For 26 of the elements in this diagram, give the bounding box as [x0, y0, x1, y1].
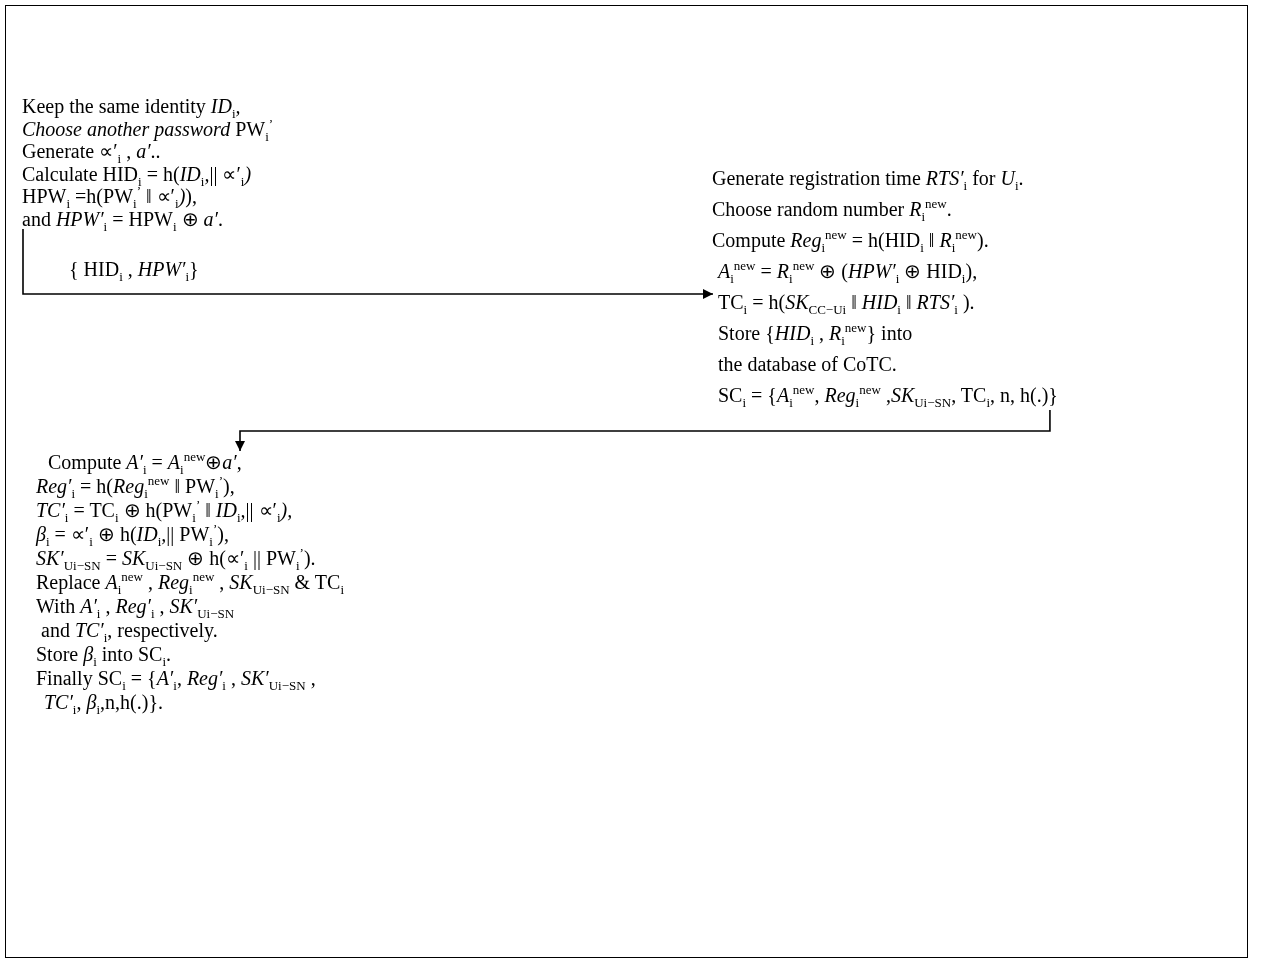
- formula-text: Finally SC$_{i}$ = {A′$_{i}$, Reg′$_{i}$ , SK′$_{Ui−SN}$ ,: [36, 666, 316, 690]
- formula-text: HPW$_{i}$ =h(PW$_{i}$$^{’}$ ‖ ∝′$_{i}$)),: [22, 185, 197, 208]
- formula-text: Reg′$_{i}$ = h(Reg$_{i}$$^{new}$ ‖ PW$_{i}$$^{’}$),: [36, 474, 235, 498]
- formula-text: Keep the same identity ID$_{i}$,: [22, 95, 241, 118]
- formula-text: With A′$_{i}$ , Reg′$_{i}$ , SK′$_{Ui−SN}$: [36, 594, 235, 618]
- formula-text: TC$_{i}$ = h(SK$_{CC−Ui}$ ‖ HID$_{i}$ ‖ RTS′$_{i}$ ).: [718, 290, 975, 318]
- formula-text: β$_{i}$ = ∝′$_{i}$ ⊕ h(ID$_{i}$,|| PW$_{i}$$^{’}$),: [36, 522, 229, 546]
- arrow: [22, 228, 714, 299]
- formula-text: Generate registration time RTS′$_{i}$ for U$_{i}$.: [712, 166, 1024, 194]
- formula-text: Choose random number R$_{i}$$^{new}$.: [712, 195, 952, 225]
- formula-text: and HPW′$_{i}$ = HPW$_{i}$ ⊕ a′.: [22, 207, 223, 230]
- formula-text: Generate ∝′$_{i}$ , a′..: [22, 140, 161, 163]
- formula-text: TC′$_{i}$, β$_{i}$,n,h(.)}.: [44, 690, 163, 714]
- formula-text: Compute Reg$_{i}$$^{new}$ = h(HID$_{i}$ ‖ R$_{i}$$^{new}$).: [712, 226, 989, 256]
- formula-text: SC$_{i}$ = {A$_{i}$$^{new}$, Reg$_{i}$$^{new}$ ,SK$_{Ui−SN}$, TC$_{i}$, n, h(.)}: [718, 381, 1058, 411]
- formula-text: TC′$_{i}$ = TC$_{i}$ ⊕ h(PW$_{i}$$^{’}$ ‖ ID$_{i}$,|| ∝′$_{i}$),: [36, 498, 293, 522]
- formula-text: Calculate HID$_{i}$ = h(ID$_{i}$,|| ∝′$_{i}$): [22, 162, 252, 185]
- formula-text: A$_{i}$$^{new}$ = R$_{i}$$^{new}$ ⊕ (HPW′$_{i}$ ⊕ HID$_{i}$),: [718, 257, 978, 287]
- formula-text: Store {HID$_{i}$ , R$_{i}$$^{new}$} into: [718, 319, 913, 349]
- formula-text: and TC′$_{i}$, respectively.: [41, 618, 218, 642]
- arrow: [235, 409, 1051, 452]
- formula-text: Store β$_{i}$ into SC$_{i}$.: [36, 642, 171, 666]
- formula-text: Replace A$_{i}$$^{new}$ , Reg$_{i}$$^{new}$ , SK$_{Ui−SN}$ & TC$_{i}$: [36, 570, 344, 594]
- formula-text: SK′$_{Ui−SN}$ = SK$_{Ui−SN}$ ⊕ h(∝′$_{i}$ || PW$_{i}$$^{’}$).: [36, 546, 316, 570]
- formula-text: the database of CoTC.: [718, 352, 897, 377]
- formula-text: Compute A′$_{i}$ = A$_{i}$$^{new}$⊕a′,: [48, 450, 242, 474]
